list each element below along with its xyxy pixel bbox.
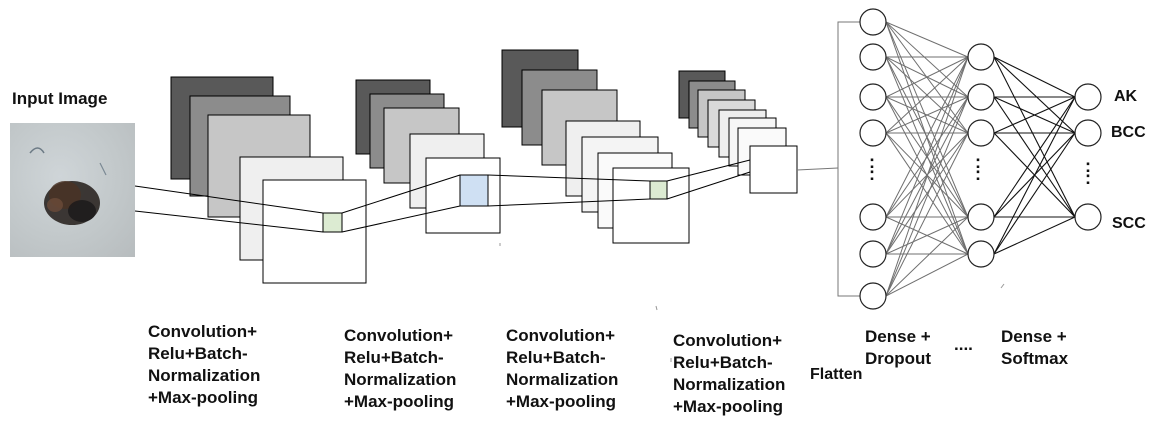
conv-block-2-label: Convolution+ Relu+Batch- Normalization +…	[344, 325, 456, 413]
dense1-dots-a: :	[869, 152, 875, 172]
dense1-to-dense2-edge	[885, 96, 969, 218]
lesion-photo-drawing	[29, 147, 107, 225]
conv-block-3-line-2: Relu+Batch-	[506, 348, 606, 367]
dense-softmax-line-1: Dense +	[1001, 327, 1067, 346]
dense2-to-output-edge	[993, 96, 1076, 218]
output-vertical-dots: : :	[1083, 156, 1093, 188]
dense-dropout-node	[859, 43, 887, 71]
faint-marks	[499, 243, 1005, 362]
dense-softmax-hidden-node	[967, 203, 995, 231]
conv-block-4-line-3: Normalization	[673, 375, 786, 394]
dense1-to-dense2-edge	[885, 96, 969, 134]
conv-block-3-line-4: +Max-pooling	[506, 392, 617, 411]
dense-connections	[885, 21, 1076, 297]
dense-dropout-line-2: Dropout	[865, 349, 932, 368]
dense1-to-dense2-edge	[885, 216, 969, 297]
conv-block-1-feature-maps	[170, 76, 367, 284]
conv-block-2-line-3: Normalization	[344, 370, 457, 389]
dense1-vertical-dots: : :	[867, 152, 877, 184]
dense2-to-output-edge	[993, 96, 1076, 134]
dense-softmax-label: Dense + Softmax	[1001, 326, 1068, 370]
dense1-to-dense2-edge	[885, 96, 969, 297]
output-dots-a: :	[1085, 156, 1091, 176]
conv-block-2-feature-maps	[355, 79, 501, 234]
output-label-ak: AK	[1114, 88, 1138, 105]
dense1-to-dense2-edge	[885, 56, 969, 297]
conv-block-4-line-2: Relu+Batch-	[673, 353, 773, 372]
dense1-to-dense2-edge	[885, 132, 969, 297]
dense1-to-dense2-edge	[885, 56, 969, 218]
conv-block-2-line-1: Convolution+	[344, 326, 454, 345]
dense1-to-dense2-edge	[885, 21, 969, 58]
dense1-to-dense2-edge	[885, 56, 969, 98]
dense-softmax-hidden-node	[967, 83, 995, 111]
dense-softmax-line-2: Softmax	[1001, 349, 1069, 368]
conv-block-2-line-2: Relu+Batch-	[344, 348, 444, 367]
conv-block-4-feature-maps	[678, 70, 798, 194]
dense1-to-dense2-edge	[885, 132, 969, 255]
output-node	[1074, 119, 1102, 147]
dense2-to-output-edge	[993, 96, 1076, 255]
dense2-to-output-edge	[993, 56, 1076, 134]
input-skin-lesion-image	[10, 123, 135, 257]
flatten-connector	[796, 21, 860, 297]
conv-block-1-line-4: +Max-pooling	[148, 388, 259, 407]
conv-block-1-line-2: Relu+Batch-	[148, 344, 248, 363]
output-label-scc: SCC	[1112, 215, 1146, 232]
dense1-to-dense2-edge	[885, 253, 969, 297]
dense-dropout-label: Dense + Dropout	[865, 326, 931, 370]
output-node	[1074, 83, 1102, 111]
layer-ellipsis: ....	[954, 335, 973, 354]
dense-dropout-node	[859, 8, 887, 36]
receptive-field-lines	[134, 159, 751, 233]
dense2-vertical-dots: : :	[973, 152, 983, 184]
output-dots-b: :	[1085, 168, 1091, 188]
input-image-label: Input Image	[12, 89, 108, 108]
dense2-dots-a: :	[975, 152, 981, 172]
conv-block-4-label: Convolution+ Relu+Batch- Normalization +…	[673, 330, 785, 418]
conv-block-3-line-3: Normalization	[506, 370, 619, 389]
output-node	[1074, 203, 1102, 231]
dense1-dots-b: :	[869, 164, 875, 184]
dense-softmax-hidden-node	[967, 119, 995, 147]
dense-dropout-node	[859, 282, 887, 310]
dense-softmax-hidden-node	[967, 43, 995, 71]
conv-block-3-feature-maps	[501, 49, 690, 244]
dense2-to-output-edge	[993, 56, 1076, 98]
dense2-to-output-edge	[993, 216, 1076, 255]
dense-softmax-hidden-node	[967, 240, 995, 268]
conv-block-1-line-1: Convolution+	[148, 322, 258, 341]
dense-dropout-node	[859, 240, 887, 268]
conv-block-1-label: Convolution+ Relu+Batch- Normalization +…	[148, 321, 260, 409]
node-layers	[859, 8, 1102, 310]
dense1-to-dense2-edge	[885, 56, 969, 134]
conv-block-4-line-1: Convolution+	[673, 331, 783, 350]
conv-block-3-label: Convolution+ Relu+Batch- Normalization +…	[506, 325, 618, 413]
dense-dropout-node	[859, 203, 887, 231]
dense-dropout-node	[859, 83, 887, 111]
conv-block-2-line-4: +Max-pooling	[344, 392, 455, 411]
flatten-label: Flatten	[810, 366, 863, 383]
dense-dropout-node	[859, 119, 887, 147]
conv-block-4-line-4: +Max-pooling	[673, 397, 784, 416]
dense1-to-dense2-edge	[885, 56, 969, 255]
dense2-to-output-edge	[993, 132, 1076, 255]
dense2-to-output-edge	[993, 56, 1076, 218]
dense2-dots-b: :	[975, 164, 981, 184]
conv-block-3-line-1: Convolution+	[506, 326, 616, 345]
dense1-to-dense2-edge	[885, 216, 969, 255]
output-label-bcc: BCC	[1111, 124, 1146, 141]
dense1-to-dense2-edge	[885, 21, 969, 218]
conv-block-1-line-3: Normalization	[148, 366, 261, 385]
dense-dropout-line-1: Dense +	[865, 327, 931, 346]
